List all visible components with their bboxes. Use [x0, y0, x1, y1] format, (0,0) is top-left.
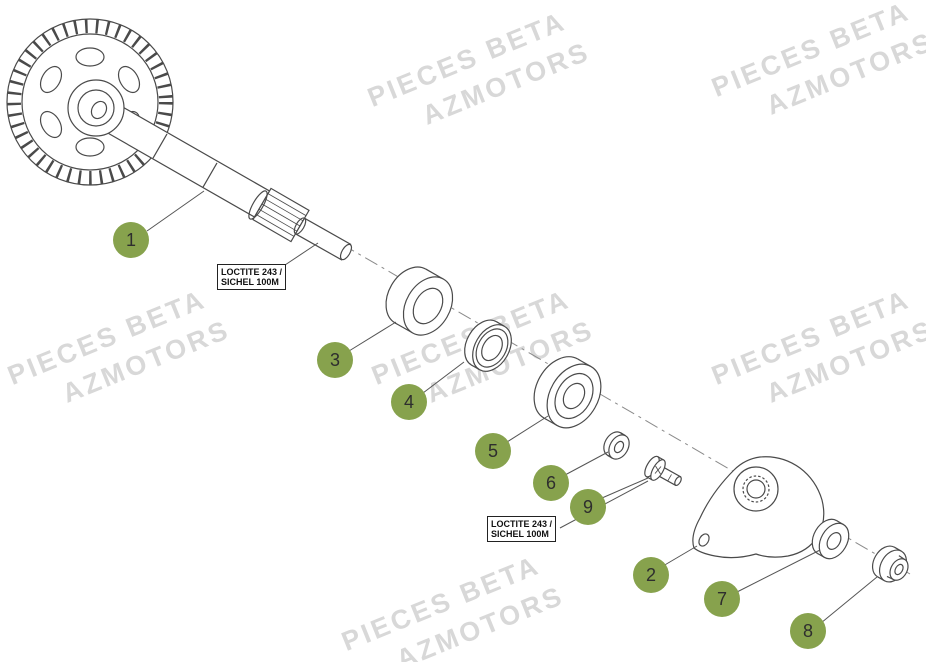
callout-number: 3	[329, 349, 340, 370]
callout-6: 6	[533, 465, 569, 501]
callout-2: 2	[633, 557, 669, 593]
callout-number: 5	[487, 440, 498, 461]
callout-number: 2	[645, 564, 656, 585]
callout-7: 7	[704, 581, 740, 617]
callout-3: 3	[317, 342, 353, 378]
tab-washer-part	[603, 431, 630, 460]
screw-part	[644, 455, 682, 487]
callout-8: 8	[790, 613, 826, 649]
seal-washer-part	[464, 319, 512, 372]
callout-9: 9	[570, 489, 606, 525]
callout-number: 4	[403, 391, 414, 412]
counterweight-part	[692, 456, 825, 559]
note-line1: LOCTITE 243 /	[491, 519, 553, 529]
spacer-ring-part	[385, 266, 454, 336]
note-line2: SICHEL 100M	[221, 277, 279, 287]
splined-bore	[742, 475, 770, 503]
note-line2: SICHEL 100M	[491, 529, 549, 539]
loctite-note-2: LOCTITE 243 / SICHEL 100M	[487, 516, 557, 542]
note-line1: LOCTITE 243 /	[221, 267, 283, 277]
callout-4: 4	[391, 384, 427, 420]
callout-1: 1	[113, 222, 149, 258]
callout-number: 1	[125, 229, 136, 250]
bearing-part	[533, 356, 602, 429]
callout-number: 9	[582, 496, 593, 517]
callout-number: 6	[545, 472, 556, 493]
callout-number: 8	[802, 620, 813, 641]
washer-part	[811, 518, 850, 560]
gear-teeth	[7, 19, 173, 185]
loctite-note-1: LOCTITE 243 / SICHEL 100M	[217, 264, 287, 290]
callout-number: 7	[716, 588, 727, 609]
callout-5: 5	[475, 433, 511, 469]
balancer-shaft-gear-part	[6, 18, 353, 261]
flange-nut-part	[871, 545, 909, 583]
leader-lines	[146, 190, 878, 624]
